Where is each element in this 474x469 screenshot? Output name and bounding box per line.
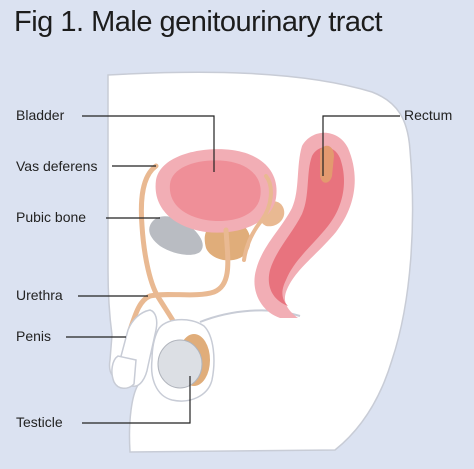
label-penis: Penis [16,328,52,344]
urethra-duct [127,227,231,333]
label-vas-deferens: Vas deferens [16,158,98,174]
label-rectum: Rectum [404,107,453,123]
label-testicle: Testicle [16,414,63,430]
label-bladder: Bladder [16,107,65,123]
vas-deferens-duct-right [242,174,273,262]
rectum-leader [322,115,400,176]
glans-shape [111,355,137,389]
figure-title: Fig 1. Male genitourinary tract [14,6,383,38]
testicle-shape [157,339,203,389]
bladder-inner [169,160,261,222]
bladder-leader [82,115,215,172]
label-pubic-bone: Pubic bone [16,209,87,225]
label-urethra: Urethra [16,287,63,303]
rectum-inner [268,147,344,306]
testicle-leader [82,376,191,424]
